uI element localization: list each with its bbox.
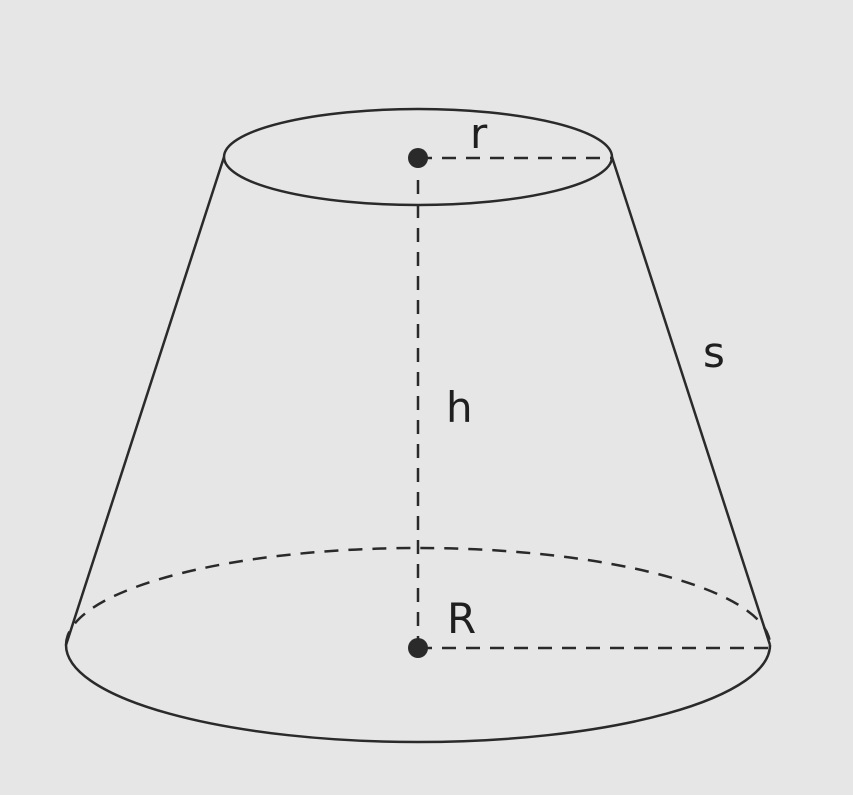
top-radius-label: r: [470, 109, 488, 158]
base-center-point: [408, 638, 428, 658]
slant-label: s: [703, 328, 725, 377]
height-label: h: [446, 383, 473, 432]
right-slant-edge: [610, 156, 772, 646]
top-center-point: [408, 148, 428, 168]
base-radius-label: R: [447, 594, 476, 643]
left-slant-edge: [64, 156, 226, 646]
base-ellipse-front: [64, 644, 772, 744]
base-ellipse-back: [64, 546, 772, 646]
